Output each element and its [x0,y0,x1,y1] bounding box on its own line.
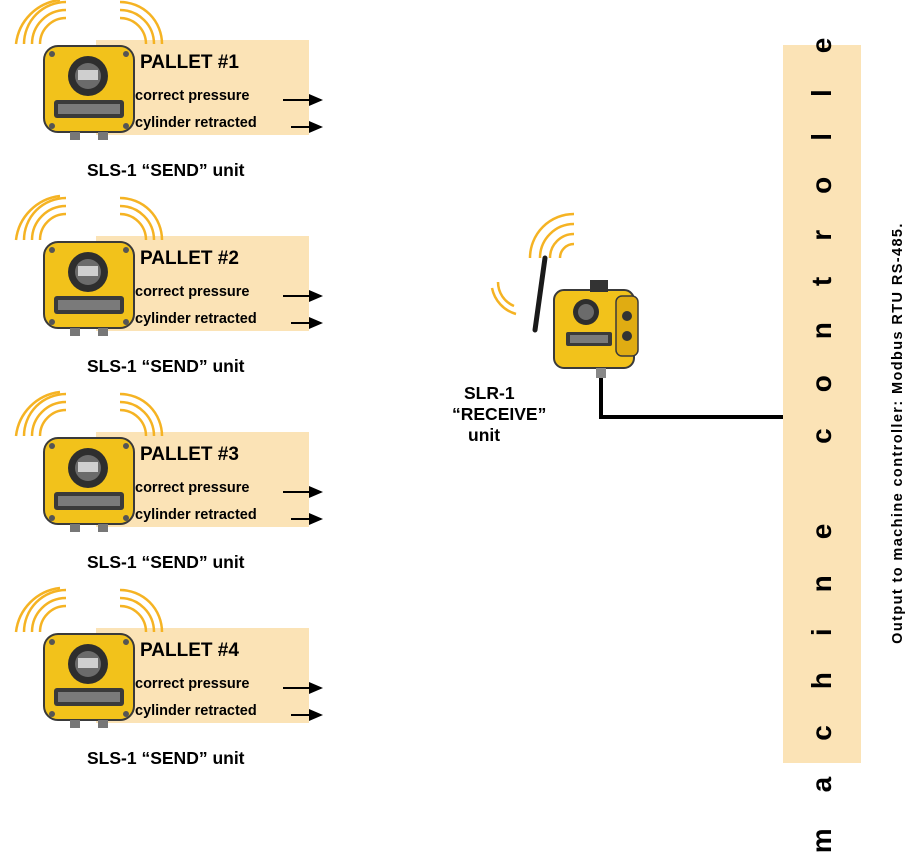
machine-controller-label: machine controller [806,0,837,853]
pallet-title: PALLET #1 [140,52,239,73]
send-unit-label: SLS-1 “SEND” unit [87,356,245,376]
signal-correct-pressure: correct pressure [135,676,250,692]
send-unit-1: PALLET #1 correct pressure cylinder retr… [0,0,340,190]
wireless-signal-icon [490,212,575,316]
receive-unit-suffix: unit [468,425,501,445]
antenna-icon [532,255,548,333]
pallet-title: PALLET #4 [140,640,239,661]
signal-cylinder-retracted: cylinder retracted [135,311,257,327]
receive-unit-model: SLR-1 [464,383,515,403]
signal-arrow [291,121,323,133]
receive-unit-label: SLR-1 “RECEIVE” unit [452,383,546,446]
signal-arrow [283,486,323,498]
signal-arrow [291,317,323,329]
send-unit-4: PALLET #4 correct pressure cylinder retr… [0,586,340,778]
signal-arrow [291,709,323,721]
signal-cylinder-retracted: cylinder retracted [135,507,257,523]
output-connection-line [599,378,790,419]
signal-cylinder-retracted: cylinder retracted [135,703,257,719]
sensor-device-icon [43,45,135,140]
pallet-title: PALLET #2 [140,248,239,269]
wireless-signal-icon [14,390,164,437]
sensor-device-icon [553,280,639,378]
signal-correct-pressure: correct pressure [135,284,250,300]
wireless-signal-icon [14,194,164,241]
signal-correct-pressure: correct pressure [135,88,250,104]
signal-cylinder-retracted: cylinder retracted [135,115,257,131]
sensor-device-icon [43,437,135,532]
receive-unit-role: “RECEIVE” [452,404,547,424]
wireless-signal-icon [14,0,164,45]
send-unit-label: SLS-1 “SEND” unit [87,160,245,180]
send-unit-3: PALLET #3 correct pressure cylinder retr… [0,390,340,582]
signal-arrow [283,290,323,302]
signal-correct-pressure: correct pressure [135,480,250,496]
pallet-title: PALLET #3 [140,444,239,465]
wireless-signal-icon [14,586,164,633]
sensor-device-icon [43,633,135,728]
send-unit-label: SLS-1 “SEND” unit [87,552,245,572]
output-note: Output to machine controller: Modbus RTU… [890,222,906,644]
signal-arrow [283,94,323,106]
sensor-device-icon [43,241,135,336]
send-unit-2: PALLET #2 correct pressure cylinder retr… [0,194,340,386]
signal-arrow [283,682,323,694]
send-unit-label: SLS-1 “SEND” unit [87,748,245,768]
signal-arrow [291,513,323,525]
machine-controller-box [783,45,861,763]
